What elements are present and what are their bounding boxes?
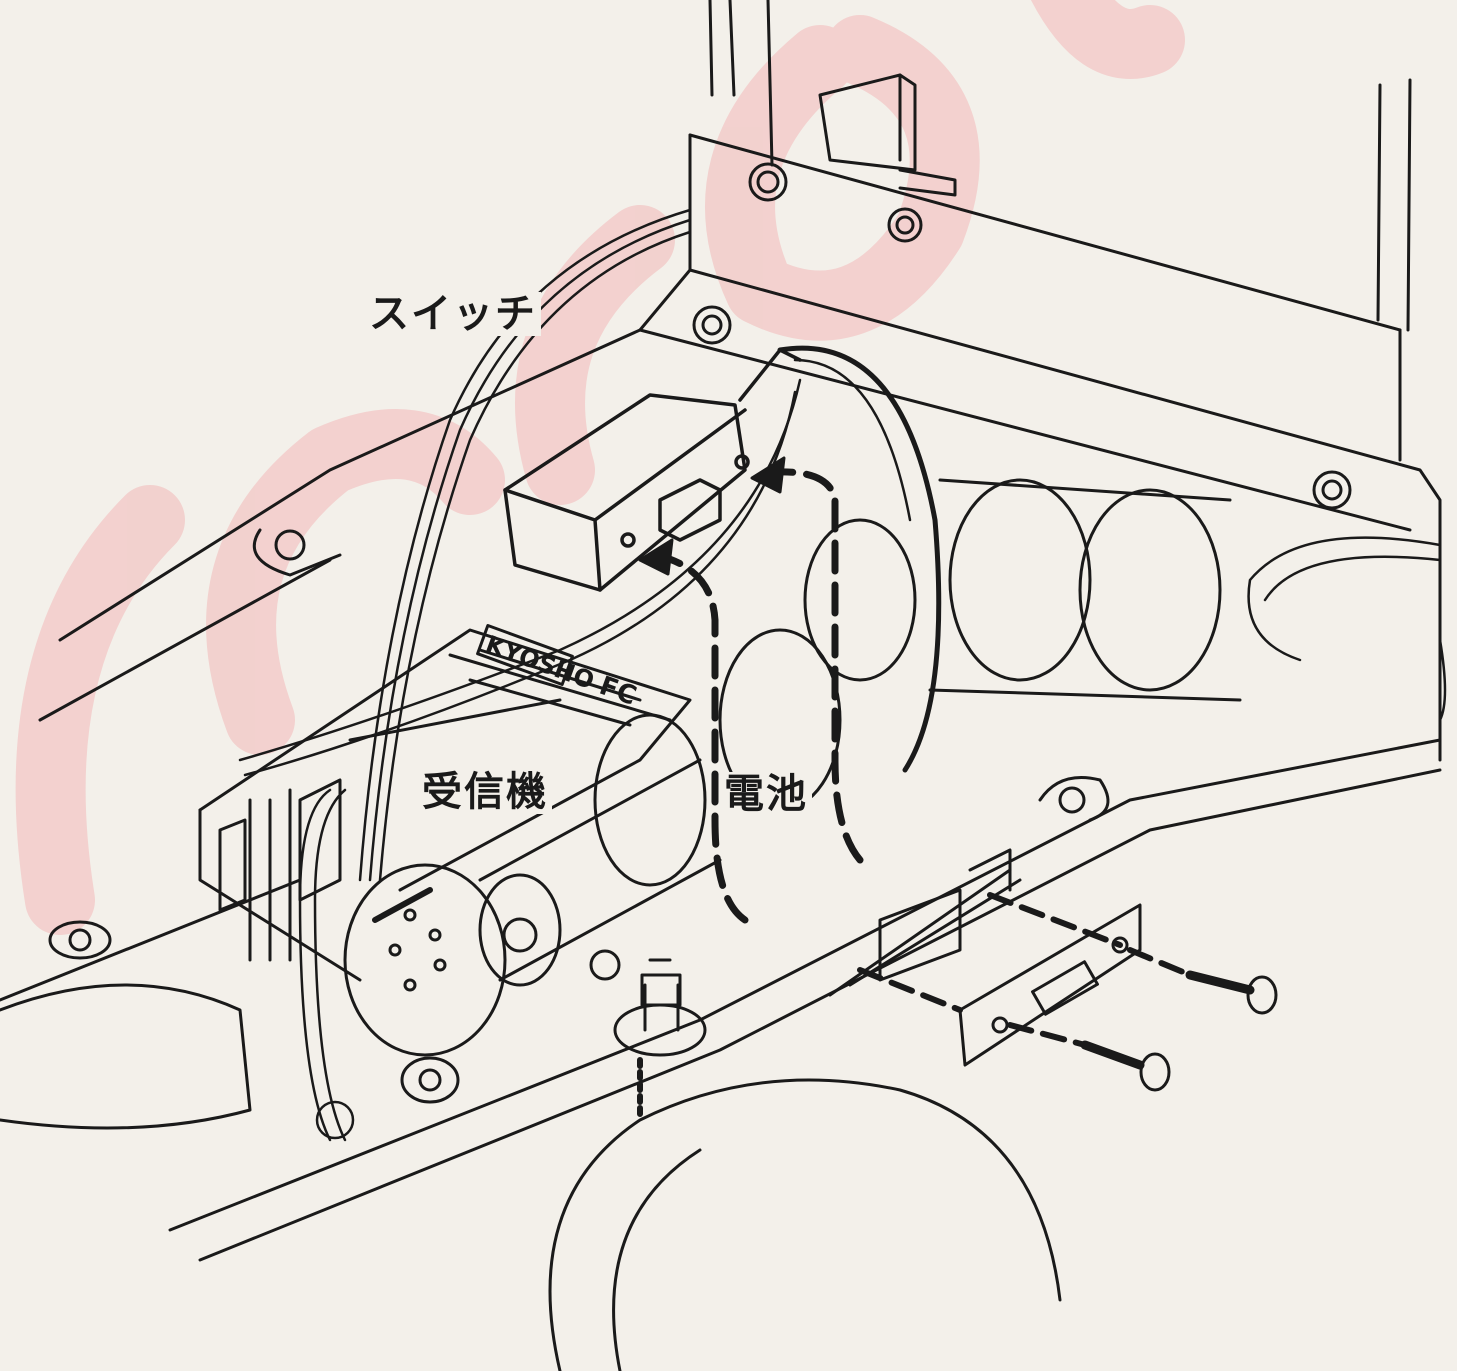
nut-icon: [1312, 470, 1352, 510]
servo-area: [218, 778, 507, 1057]
brand-mark: FC: [595, 671, 640, 712]
battery-pack: [478, 478, 1242, 987]
battery-label: 電池: [720, 772, 812, 816]
battery-wire-route: [656, 468, 864, 924]
bracket-guide-lines: [857, 892, 1193, 1048]
watermark: [15, 0, 1185, 935]
wheels: [0, 920, 1062, 1371]
screw-head-icon: [887, 207, 923, 243]
rear-plate: [688, 0, 1412, 462]
receiver-label: 受信機: [418, 770, 552, 814]
nut-icon: [692, 305, 732, 345]
wiring: [238, 208, 1447, 1142]
switch-mount-bracket: [828, 848, 1142, 1067]
front-post: [613, 958, 707, 1123]
arrow-head-icon: [638, 538, 674, 576]
switch-label: スイッチ: [365, 292, 541, 336]
arrow-head-icon: [750, 456, 786, 494]
screw-icon: [1080, 970, 1278, 1092]
screw-head-icon: [748, 162, 788, 202]
chassis-tray: [0, 268, 1442, 1262]
